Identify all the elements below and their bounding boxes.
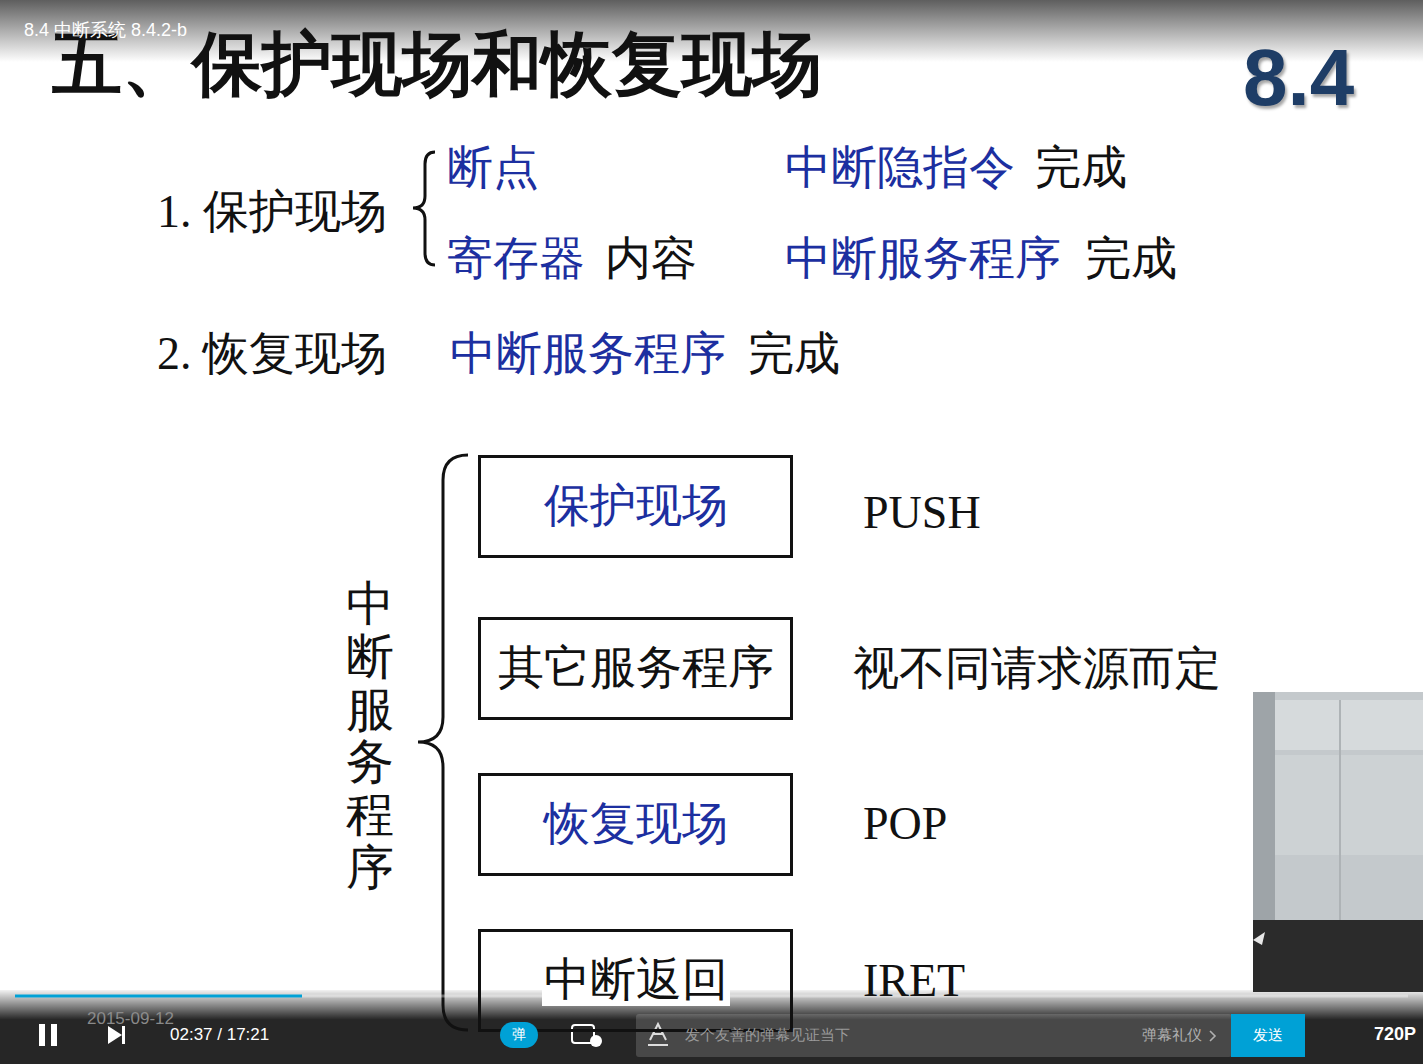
quality-label: 720P <box>1374 1025 1416 1043</box>
webcam-line <box>1339 700 1341 920</box>
note: 视不同请求源而定 <box>853 646 1221 692</box>
slide-title: 五、保护现场和恢复现场 <box>52 30 822 100</box>
item-heading: 2. 恢复现场 <box>157 331 387 377</box>
node-subtext: 弹幕礼仪 <box>1142 1027 1202 1044</box>
instruction-name: POP <box>863 801 947 847</box>
instruction-name: PUSH <box>863 490 981 536</box>
next-icon <box>108 1026 122 1044</box>
webcam-object <box>1253 932 1265 945</box>
node-text: 中断返回 <box>542 955 730 1006</box>
node-text: 弹 <box>512 1027 526 1042</box>
node-text: 其它服务程序 <box>498 643 774 694</box>
item-heading: 1. 保护现场 <box>157 189 387 235</box>
next-icon <box>122 1026 125 1044</box>
webcam-frame <box>1253 692 1423 992</box>
word: 内容 <box>605 236 697 282</box>
vertical-label: 中断服务程序 <box>346 578 394 895</box>
send-button: 发送 <box>1231 1014 1305 1057</box>
time-display: 02:37 / 17:21 <box>170 1026 269 1043</box>
danmaku-input: 发个友善的弹幕见证当下 弹幕礼仪 <box>636 1014 1232 1057</box>
danmaku-toggle: 弹 <box>500 1022 538 1048</box>
word: 完成 <box>1035 145 1127 191</box>
pause-icon <box>39 1024 45 1046</box>
webcam-inset <box>1253 692 1423 992</box>
process-box: 恢复现场 <box>478 773 793 876</box>
node-text: 发送 <box>1253 1027 1283 1044</box>
term: 中断服务程序 <box>450 331 726 377</box>
date-stamp: 2015-09-12 <box>87 1010 174 1027</box>
chevron-icon <box>1208 1029 1218 1043</box>
term: 断点 <box>447 145 539 191</box>
word: 完成 <box>748 331 840 377</box>
text-style-icon <box>648 1024 668 1045</box>
pause-icon <box>51 1024 57 1046</box>
node-text: 发个友善的弹幕见证当下 <box>685 1027 850 1044</box>
section-number: 8.4 <box>1243 38 1354 118</box>
term: 中断服务程序 <box>785 236 1061 282</box>
process-box: 中断返回 <box>478 929 793 1032</box>
video-title: 8.4 中断系统 8.4.2-b <box>24 21 187 39</box>
process-box: 保护现场 <box>478 455 793 558</box>
input-ground <box>636 1014 1232 1057</box>
progress-fill <box>15 995 302 998</box>
chevron-icon <box>1210 1031 1215 1041</box>
node-text: 保护现场 <box>544 481 728 532</box>
big-brace <box>418 455 468 1030</box>
webcam-panel <box>1275 755 1423 855</box>
webcam-panel <box>1275 700 1423 750</box>
node-text: 恢复现场 <box>544 799 728 850</box>
process-box: 其它服务程序 <box>478 617 793 720</box>
term: 寄存器 <box>447 236 585 282</box>
small-brace <box>413 152 435 265</box>
settings-icon <box>590 1035 602 1047</box>
instruction-name: IRET <box>863 958 965 1004</box>
webcam-dark <box>1253 920 1423 992</box>
term: 中断隐指令 <box>785 145 1015 191</box>
word: 完成 <box>1085 236 1177 282</box>
